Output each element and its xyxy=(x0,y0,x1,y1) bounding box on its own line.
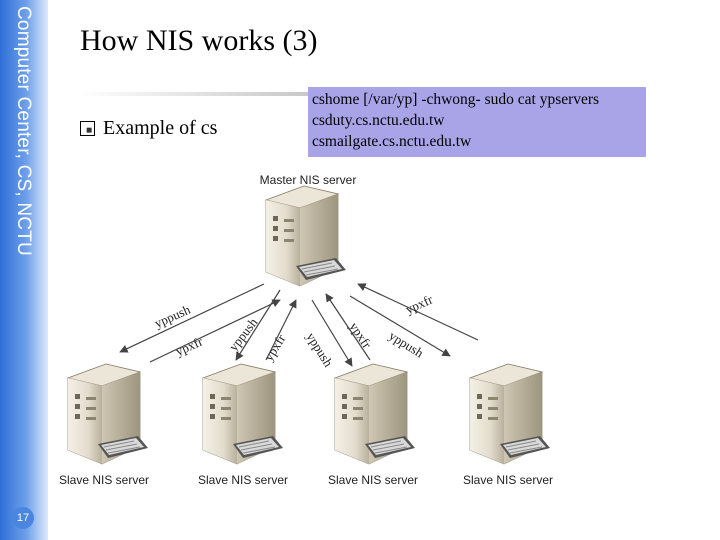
command-line: csmailgate.cs.nctu.edu.tw xyxy=(312,133,472,150)
arrow-label: yppush xyxy=(303,330,336,370)
bullet-text: Example of cs xyxy=(103,117,218,139)
slave-server-icon xyxy=(469,363,551,465)
arrow xyxy=(325,293,371,361)
arrow-label: ypxfr xyxy=(173,333,205,358)
sidebar xyxy=(0,0,48,540)
master-server-label: Master NIS server xyxy=(260,173,357,187)
title-divider xyxy=(76,92,308,96)
command-output-box: cshome [/var/yp] -chwong- sudo cat ypser… xyxy=(308,87,646,157)
slave-server-label: Slave NIS server xyxy=(198,473,288,487)
slave-server-icon xyxy=(202,363,284,465)
arrow-label: yppush xyxy=(152,302,193,331)
page-number: 17 xyxy=(12,507,34,529)
command-line: cshome [/var/yp] -chwong- sudo cat ypser… xyxy=(312,91,600,108)
arrow-label: ypxfr xyxy=(347,319,376,351)
arrow-label: yppush xyxy=(386,328,426,361)
master-server-icon xyxy=(265,185,347,287)
slave-server-icon xyxy=(67,363,149,465)
slave-server-icon xyxy=(334,363,416,465)
arrow xyxy=(311,299,353,367)
bullet-item: Example of cs xyxy=(80,117,217,140)
arrow xyxy=(149,299,281,363)
command-line: csduty.cs.nctu.edu.tw xyxy=(312,112,445,129)
slave-server-label: Slave NIS server xyxy=(463,473,553,487)
sidebar-label: Computer Center, CS, NCTU xyxy=(13,6,34,256)
slave-server-label: Slave NIS server xyxy=(59,473,149,487)
arrow xyxy=(349,295,451,357)
square-bullet-icon xyxy=(80,121,95,136)
slave-server-label: Slave NIS server xyxy=(328,473,418,487)
arrow xyxy=(357,283,479,341)
arrow-label: ypxfr xyxy=(261,331,289,363)
arrow xyxy=(119,283,265,353)
arrow xyxy=(235,289,281,361)
page-title: How NIS works (3) xyxy=(80,24,318,57)
arrow xyxy=(265,299,297,361)
